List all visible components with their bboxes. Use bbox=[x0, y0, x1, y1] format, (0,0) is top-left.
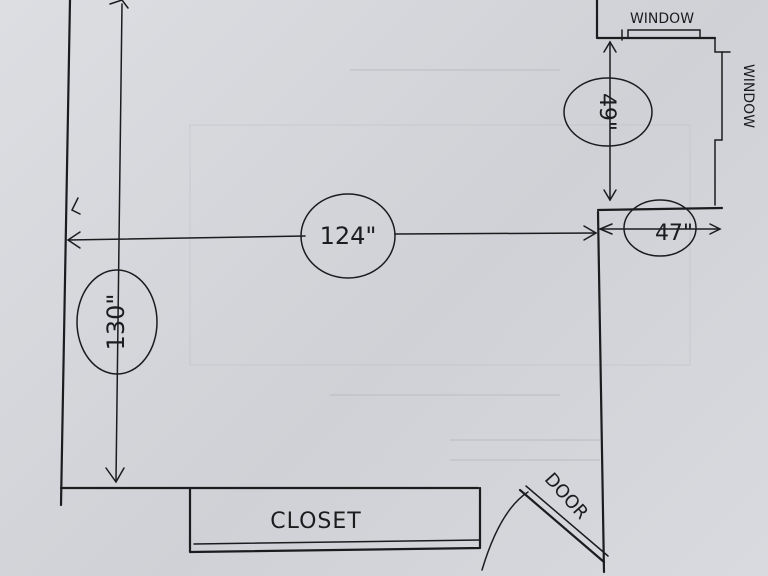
alcove-height-label: 49" bbox=[594, 93, 619, 131]
width-label-circle bbox=[300, 193, 396, 279]
window-right-label: WINDOW bbox=[740, 64, 756, 128]
window-top bbox=[621, 29, 701, 41]
width-label: 124" bbox=[320, 222, 377, 250]
window-right bbox=[714, 37, 731, 206]
alcove-width-label-circle bbox=[623, 199, 697, 257]
alcove-height-label-circle bbox=[563, 77, 653, 147]
closet-label: CLOSET bbox=[270, 509, 361, 534]
window-top-label: WINDOW bbox=[630, 11, 694, 27]
door bbox=[481, 485, 609, 571]
height-label-circle bbox=[76, 269, 158, 375]
paper-bleed-through bbox=[189, 69, 691, 461]
alcove-width-label: 47" bbox=[655, 221, 693, 246]
alcove-height-dimension-line bbox=[603, 40, 617, 202]
alcove-bottom-wall bbox=[596, 206, 724, 212]
width-dimension-line bbox=[66, 197, 598, 249]
height-label: 130" bbox=[102, 294, 130, 351]
height-dimension-line bbox=[105, 0, 129, 484]
alcove-width-dimension-line bbox=[598, 223, 722, 235]
left-wall bbox=[59, 0, 72, 507]
closet bbox=[188, 486, 482, 554]
right-lower-wall bbox=[596, 210, 606, 574]
door-label: DOOR bbox=[540, 469, 592, 524]
